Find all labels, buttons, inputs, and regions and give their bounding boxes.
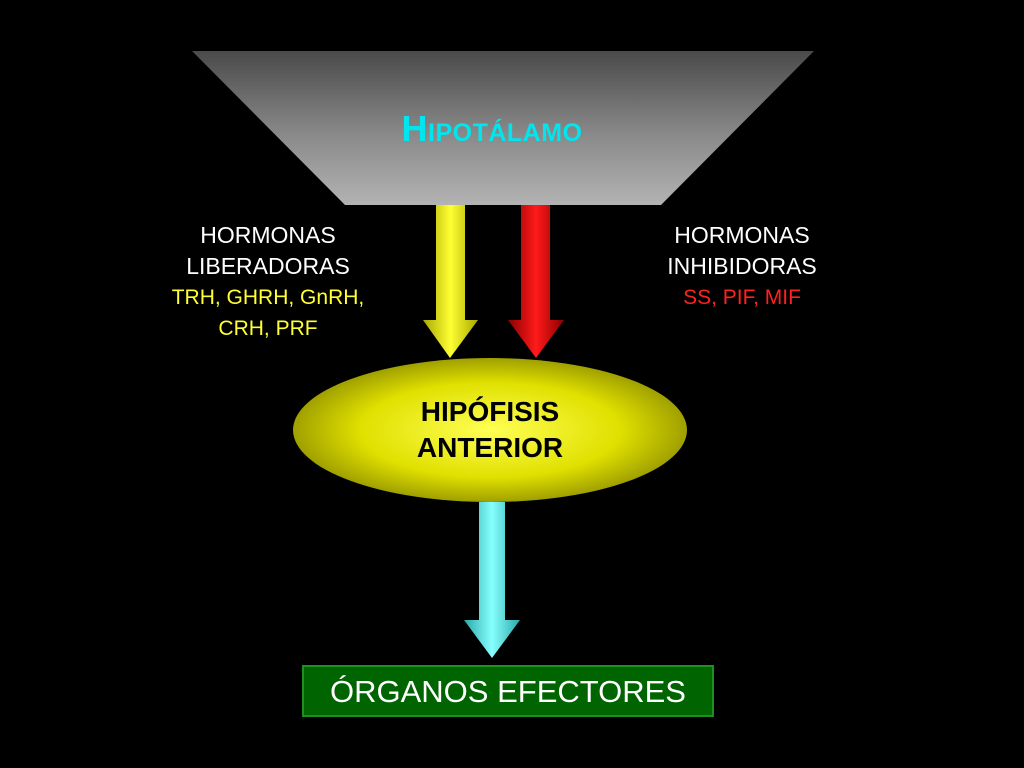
- releasing-arrow: [423, 205, 478, 358]
- releasing-hormones-label: HORMONAS LIBERADORAS TRH, GHRH, GnRH, CR…: [138, 220, 398, 344]
- releasing-list-line1: TRH, GHRH, GnRH,: [171, 286, 365, 309]
- pituitary-line2: ANTERIOR: [416, 432, 564, 463]
- hypothalamus-label: Hipotálamo: [401, 108, 583, 149]
- pituitary-line1: HIPÓFISIS: [420, 396, 560, 427]
- releasing-list-line2: CRH, PRF: [218, 317, 318, 340]
- inhibiting-hormones-label: HORMONAS INHIBIDORAS SS, PIF, MIF: [622, 220, 862, 313]
- inhibiting-heading-line1: HORMONAS: [674, 222, 810, 248]
- releasing-heading-line1: HORMONAS: [200, 222, 336, 248]
- pituitary-oval: [293, 358, 687, 502]
- inhibiting-heading-line2: INHIBIDORAS: [667, 253, 817, 279]
- pituitary-label: HIPÓFISIS ANTERIOR: [340, 394, 640, 466]
- inhibiting-arrow: [508, 205, 564, 358]
- effector-organs-label: ÓRGANOS EFECTORES: [330, 674, 686, 709]
- inhibiting-list-line1: SS, PIF, MIF: [683, 286, 801, 309]
- effector-organs-box: ÓRGANOS EFECTORES: [302, 665, 714, 717]
- hypothalamus-shape: [192, 51, 814, 205]
- releasing-heading-line2: LIBERADORAS: [186, 253, 350, 279]
- output-arrow: [464, 502, 520, 658]
